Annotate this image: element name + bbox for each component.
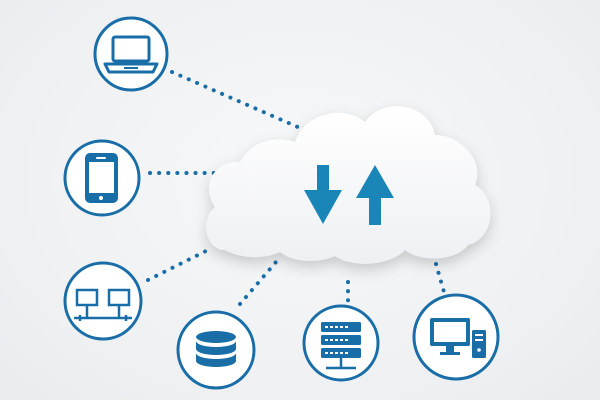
desktop-node [412,293,500,381]
laptop-node [93,16,169,92]
server-node [302,304,380,382]
connector-network [146,246,214,282]
database-icon [196,331,236,367]
desktop-computer-icon [430,318,486,358]
database-node [176,310,256,390]
connector-lines [146,70,446,306]
connector-desktop [434,262,446,294]
connector-laptop [170,70,302,130]
cloud-shape [206,106,491,264]
server-rack-icon [321,322,361,370]
download-arrow-icon [304,165,342,224]
laptop-icon [103,35,159,74]
network-node [63,261,143,341]
mobile-phone-icon [85,153,118,203]
network-computers-icon [74,288,132,321]
upload-arrow-icon [356,165,394,225]
connector-database [238,260,278,306]
mobile-node [63,139,141,217]
